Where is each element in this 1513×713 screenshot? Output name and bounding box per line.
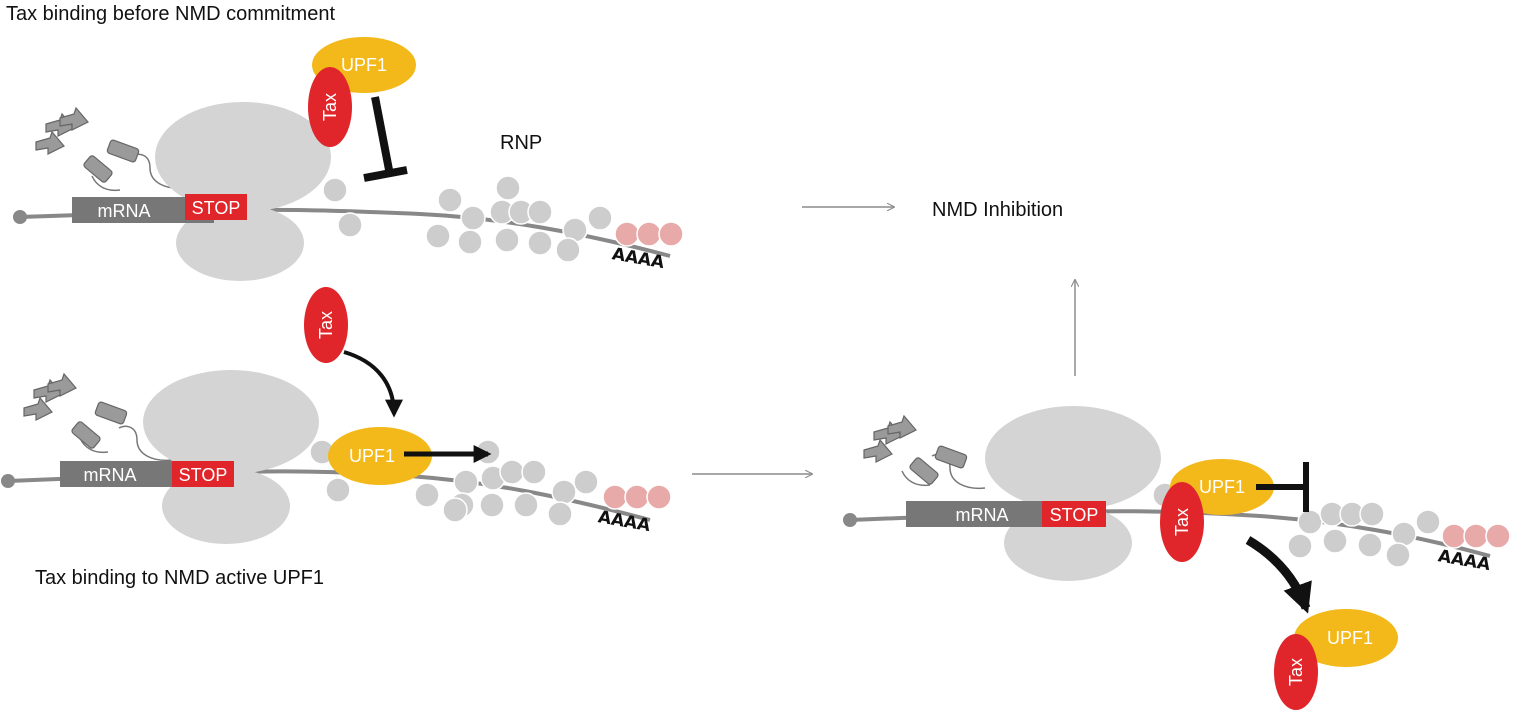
polya-tail: AAAA — [1437, 546, 1493, 575]
rnp-label: RNP — [500, 132, 542, 154]
rnp-proteins — [309, 439, 599, 527]
nascent-peptide-icon — [35, 106, 186, 192]
inhibition-symbol — [1256, 462, 1309, 512]
upf1-label: UPF1 — [1327, 628, 1373, 648]
rnp-proteins — [322, 175, 613, 263]
tax-protein — [1274, 634, 1318, 710]
tax-label: Tax — [1286, 658, 1306, 686]
mrna-box — [906, 501, 1048, 527]
tax-protein — [304, 287, 348, 363]
ribosome-large-subunit — [155, 102, 331, 212]
polya-tail: AAAA — [597, 507, 653, 536]
panel-tax-sequesters-upf1: mRNA STOP AAAA UPF1 Tax UPF1 — [843, 406, 1511, 710]
stop-label: STOP — [192, 198, 241, 218]
nascent-peptide-icon — [863, 414, 986, 490]
polya-tail: AAAA — [611, 244, 667, 273]
five-prime-cap — [843, 513, 857, 527]
tax-protein — [1160, 482, 1204, 562]
result-label: NMD Inhibition — [932, 199, 1063, 221]
caption-top: Tax binding before NMD commitment — [6, 3, 335, 25]
pabp-proteins — [602, 484, 672, 510]
nascent-peptide-icon — [23, 372, 173, 462]
ribosome-large-subunit — [143, 370, 319, 474]
stop-codon-box — [185, 194, 247, 220]
stop-label: STOP — [1050, 505, 1099, 525]
upf1-label: UPF1 — [341, 55, 387, 75]
mrna-label: mRNA — [84, 465, 137, 485]
upf1-protein — [1294, 609, 1398, 667]
ribosome-large-subunit — [985, 406, 1161, 510]
panel-before-commitment: Tax binding before NMD commitment mRNA S… — [6, 3, 684, 281]
tax-label: Tax — [320, 93, 340, 121]
panel-nmd-active: Tax binding to NMD active UPF1 mRNA STOP — [1, 287, 672, 589]
stop-label: STOP — [179, 465, 228, 485]
stop-codon-box — [172, 461, 234, 487]
tax-label: Tax — [1172, 508, 1192, 536]
tax-binding-arrow — [343, 350, 403, 418]
upf1-label: UPF1 — [1199, 477, 1245, 497]
five-prime-cap — [13, 210, 27, 224]
inhibition-symbol — [363, 96, 408, 182]
caption-bottom: Tax binding to NMD active UPF1 — [35, 567, 324, 589]
tax-label: Tax — [316, 311, 336, 339]
ribosome-small-subunit — [176, 205, 304, 281]
upf1-release-arrow — [1245, 536, 1312, 614]
mrna-label: mRNA — [956, 505, 1009, 525]
stop-codon-box — [1042, 501, 1106, 527]
pabp-proteins — [614, 221, 684, 247]
pabp-proteins — [1441, 523, 1511, 549]
upf1-protein — [328, 427, 432, 485]
tax-protein — [308, 67, 352, 147]
mrna-label: mRNA — [98, 201, 151, 221]
upf1-label: UPF1 — [349, 446, 395, 466]
five-prime-cap — [1, 474, 15, 488]
